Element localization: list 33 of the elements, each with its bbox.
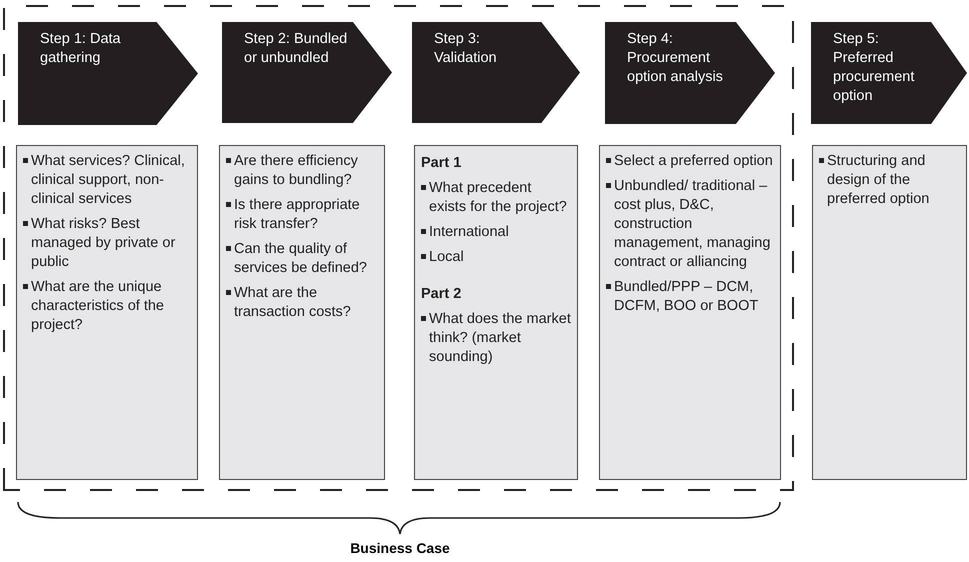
bullet-item: Unbundled/ traditional – cost plus, D&C, construction management, managing contract or alliancing (606, 177, 774, 272)
step-title: Step 4: Procurement option analysis (626, 30, 724, 87)
step-title: Step 3: Validation (433, 30, 498, 68)
bullet-item: Select a preferred option (606, 152, 774, 171)
step-header (605, 22, 775, 124)
step-header (18, 22, 198, 125)
bullet-item: Are there efficiency gains to bundling? (226, 152, 378, 190)
step-title: Step 1: Data gathering (39, 30, 122, 68)
bullet-item: What are the transaction costs? (226, 284, 378, 322)
bullet-item: What does the market think? (market sounding) (421, 310, 571, 367)
section-heading: Part 2 (421, 285, 462, 304)
bullet-item: Can the quality of services be defined? (226, 240, 378, 278)
bullet-item: Is there appropriate risk transfer? (226, 196, 378, 234)
step-header (222, 22, 392, 123)
info-panel (414, 145, 578, 480)
group-label: Business Case (349, 540, 451, 556)
bullet-item: What risks? Best managed by private or public (23, 215, 191, 272)
bullet-item: What precedent exists for the project? (421, 179, 571, 217)
bullet-item: Bundled/PPP – DCM, DCFM, BOO or BOOT (606, 278, 774, 316)
bullet-item: International (421, 223, 571, 242)
info-panel (16, 145, 198, 480)
info-panel (599, 145, 781, 480)
step-header (811, 22, 967, 124)
section-heading: Part 1 (421, 154, 462, 173)
info-panel (219, 145, 385, 480)
step-title: Step 2: Bundled or unbundled (243, 30, 348, 68)
info-panel (812, 145, 967, 480)
bullet-item: Local (421, 248, 571, 267)
bullet-item: What are the unique characteristics of the project? (23, 278, 191, 335)
step-header (412, 22, 580, 123)
bullet-item: What services? Clinical, clinical support, non-clinical services (23, 152, 191, 209)
step-title: Step 5: Preferred procurement option (832, 30, 916, 106)
bullet-item: Structuring and design of the preferred option (819, 152, 960, 209)
